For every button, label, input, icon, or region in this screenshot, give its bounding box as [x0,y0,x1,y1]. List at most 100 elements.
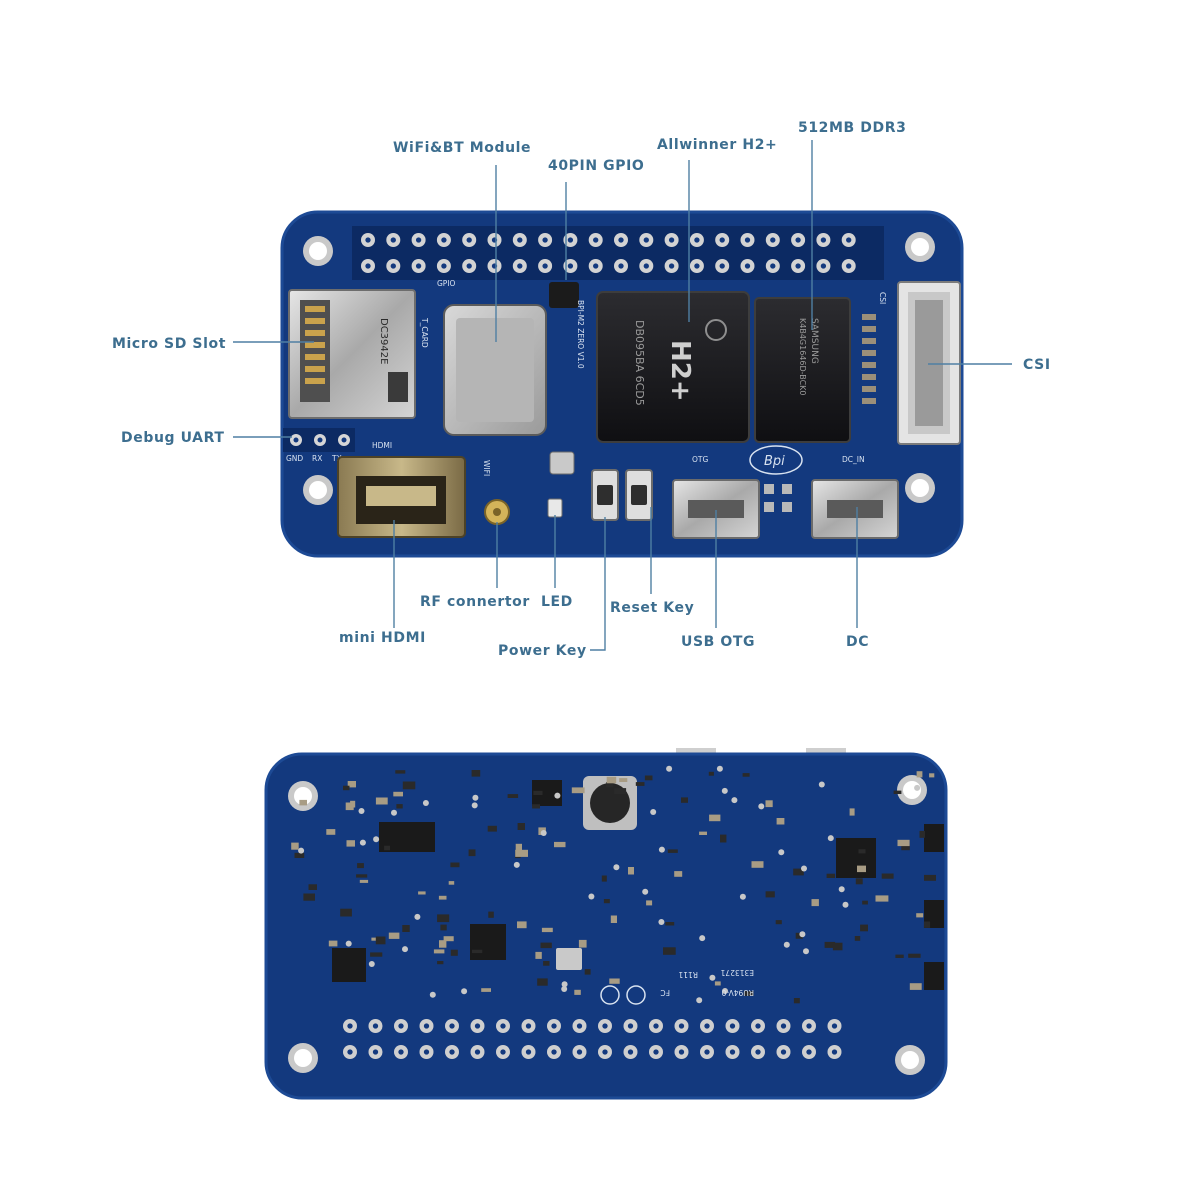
gpio-pad-hole [618,263,624,269]
gpio-pad-hole [398,1023,404,1029]
mini-hdmi-port [337,456,466,538]
gpio-pad-hole [831,1023,838,1029]
via [722,988,728,994]
gpio-pad-hole [567,237,574,243]
smd-part [308,884,317,890]
ce-mark-icon [626,985,646,1005]
smd-part [340,908,352,917]
gpio-pad-hole [466,237,472,243]
soc-code: DB095BA 6CD5 [633,320,646,406]
smd-part [793,868,804,876]
via [358,808,365,814]
via [818,781,825,788]
smd-part [849,808,855,816]
via [842,901,849,908]
silk-rx: RX [312,454,322,463]
smd-part [437,961,444,965]
label-usb-otg: USB OTG [681,634,755,650]
gpio-pad-hole [780,1049,787,1055]
back-code-3: E313271 [720,968,754,977]
gpio-pad-hole [719,237,725,243]
reset-key [625,469,653,521]
via [696,997,703,1004]
via [731,797,738,804]
via [471,802,478,809]
smd-part [628,867,634,875]
gpio-pad-hole [795,263,801,269]
smd-part [603,899,610,904]
smd-part [384,845,390,851]
gpio-pad-hole [365,237,371,243]
silk-tcard: T_CARD [420,317,429,348]
debug-uart-pads [283,428,355,452]
label-wifi-bt: WiFi&BT Module [393,140,531,156]
gpio-pad-hole [831,1049,838,1055]
via [666,765,673,772]
via [414,913,421,920]
smd-part [832,942,843,951]
gpio-pad-hole [517,237,523,243]
smd-part [347,781,356,788]
gpio-pad-hole [347,1049,353,1055]
smd-part [481,988,491,992]
smd-part [471,770,481,777]
smd-part [793,998,800,1004]
smd-part [765,891,775,898]
gpio-pad-hole [602,1023,608,1029]
gpio-pad-hole [643,237,649,243]
smd-part [919,830,925,838]
via [778,849,785,856]
gpio-pad-hole [846,237,852,243]
via [298,847,305,854]
label-soc: Allwinner H2+ [657,137,777,153]
smd-part [326,829,336,835]
rf-connector [484,499,510,525]
smd-part [443,936,454,942]
smd-part [893,790,902,794]
smd-part [356,874,368,878]
gpio-pad-hole [678,1023,685,1029]
label-gpio: 40PIN GPIO [548,158,644,174]
back-code-2: RU94V-0 [721,988,754,997]
silk-hdmi: HDMI [372,441,392,450]
smd-part [776,818,785,825]
smd-part [742,773,750,777]
smd-part [601,875,607,882]
silk-csi: CSI [878,292,887,304]
ic-7 [924,900,944,928]
smd-part [854,936,861,941]
via [554,792,561,799]
silk-otg: OTG [692,455,708,464]
gpio-pad-hole [525,1049,532,1055]
gpio-pad-hole [525,1023,532,1029]
gpio-pad-hole [372,1049,379,1055]
gpio-pad-hole [398,1049,404,1055]
via [422,800,429,806]
sd-code: DC3942E [378,318,389,364]
bottom-board: FC RU94V-0 E313271 R111 [264,748,948,1100]
smd-part [303,893,315,901]
passive-components [862,314,876,404]
via [799,931,806,938]
label-ram: 512MB DDR3 [798,120,906,136]
via [758,803,765,810]
vias [298,765,921,1004]
smd-part [606,776,617,784]
via [391,809,397,816]
smd-part [532,804,540,809]
gpio-pad-hole [474,1049,481,1055]
gpio-pad-hole [643,263,649,269]
smd-part [554,841,566,848]
gpio-pad-hole [551,1049,557,1055]
smd-part [857,865,866,873]
gpio-pad-hole [678,1049,685,1055]
crystal-2 [556,948,582,970]
smd-part [824,941,836,948]
smd-part [881,873,894,879]
smd-part [299,799,307,806]
via [513,861,520,868]
via [461,988,468,995]
back-markings: FC RU94V-0 E313271 R111 [600,968,754,1005]
smd-part [860,924,868,932]
smd-part [343,785,350,791]
